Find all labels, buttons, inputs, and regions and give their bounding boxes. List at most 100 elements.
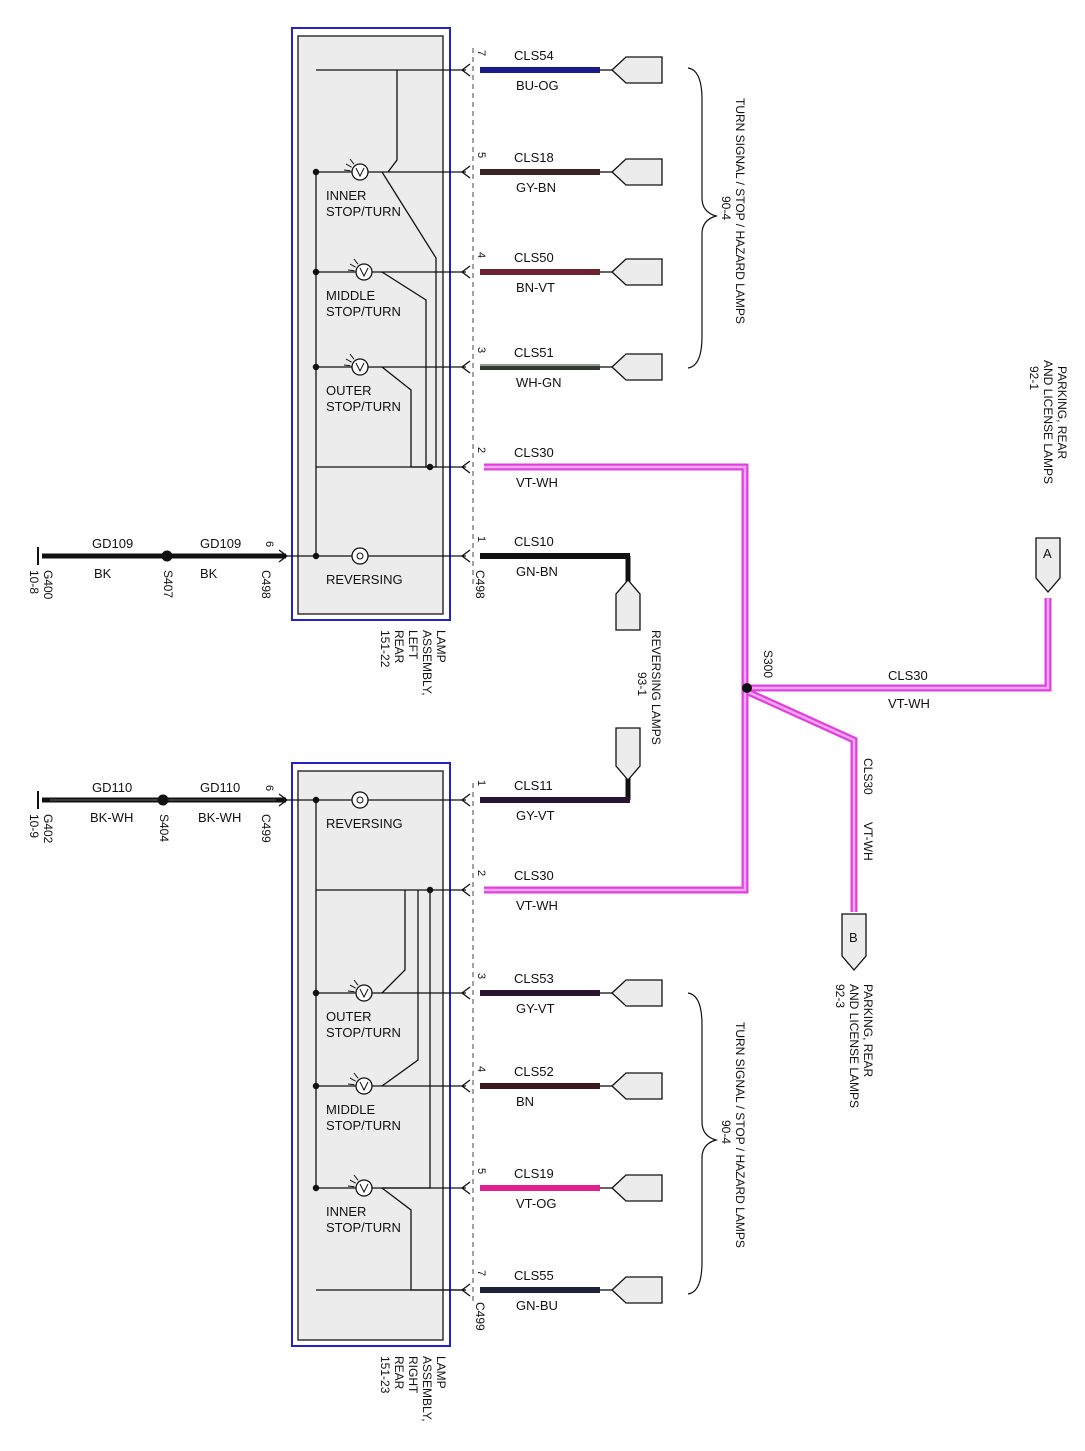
right-inner-lamp-label: INNER bbox=[326, 1204, 366, 1219]
reversing-dest-line-1: REVERSING LAMPS bbox=[649, 630, 663, 745]
left-inner-lamp-label: STOP/TURN bbox=[326, 204, 401, 219]
right-caption-line-3: RIGHT bbox=[406, 1356, 420, 1394]
left-connector-c498-a: C498 bbox=[259, 570, 273, 599]
connector-cls53 bbox=[611, 979, 663, 1007]
right-pin-3: 3 bbox=[475, 973, 487, 979]
left-assembly-outline bbox=[291, 27, 451, 621]
left-color-code-cls54: BU-OG bbox=[516, 78, 559, 93]
left-ground-code-2: BK bbox=[200, 566, 218, 581]
ground-g400-ref: 10-8 bbox=[27, 570, 41, 594]
right-caption-line-4: REAR bbox=[392, 1356, 406, 1390]
bulb-icon bbox=[355, 263, 373, 281]
left-internal-wiring bbox=[312, 70, 437, 560]
right-inner-lamp-label: STOP/TURN bbox=[326, 1220, 401, 1235]
branch-a-connector bbox=[1035, 537, 1061, 593]
bulb-icon bbox=[355, 1179, 373, 1197]
branch-b-wire-name: CLS30 bbox=[861, 758, 875, 795]
right-connector-c499-a: C499 bbox=[259, 814, 273, 843]
right-wire-name-cls30: CLS30 bbox=[514, 868, 554, 883]
splice-s300-dot bbox=[742, 683, 752, 693]
connector-cls55 bbox=[611, 1276, 663, 1304]
turn-dest-top-line-1: TURN SIGNAL / STOP / HAZARD LAMPS bbox=[733, 98, 747, 324]
bulb-icon bbox=[351, 791, 369, 809]
turn-dest-bottom: TURN SIGNAL / STOP / HAZARD LAMPS 90-4 bbox=[719, 1022, 747, 1248]
right-wire-name-cls11: CLS11 bbox=[514, 778, 553, 793]
right-pin-1: 1 bbox=[475, 780, 487, 786]
connector-cls51 bbox=[611, 353, 663, 381]
turn-dest-bottom-line-2: 90-4 bbox=[719, 1120, 733, 1144]
right-ground-circuit bbox=[37, 791, 316, 809]
bulb-icon bbox=[355, 984, 373, 1002]
left-pin-1: 1 bbox=[475, 536, 487, 542]
connector-cls50 bbox=[611, 258, 663, 286]
right-color-code-cls11: GY-VT bbox=[516, 808, 555, 823]
right-pin-2: 2 bbox=[475, 870, 487, 876]
branch-a-color-code: VT-WH bbox=[888, 696, 930, 711]
left-color-code-cls18: GY-BN bbox=[516, 180, 556, 195]
right-ground-wire-2: GD110 bbox=[200, 780, 240, 795]
right-ground-code-1: BK-WH bbox=[90, 810, 133, 825]
bulb-icon bbox=[351, 547, 369, 565]
connector-cls19 bbox=[611, 1174, 663, 1202]
branch-b-dest-line-3: 92-3 bbox=[833, 984, 847, 1008]
bulb-icon bbox=[351, 163, 369, 181]
right-assembly-box bbox=[297, 770, 444, 1341]
right-ground-pin: 6 bbox=[263, 785, 275, 791]
right-connector-c499-b: C499 bbox=[473, 1302, 487, 1331]
left-wire-name-cls18: CLS18 bbox=[514, 150, 554, 165]
left-ground-code-1: BK bbox=[94, 566, 112, 581]
turn-dest-bottom-line-1: TURN SIGNAL / STOP / HAZARD LAMPS bbox=[733, 1022, 747, 1248]
left-middle-lamp-label: STOP/TURN bbox=[326, 304, 401, 319]
left-ground-circuit bbox=[37, 547, 316, 565]
brace-top bbox=[687, 67, 719, 369]
left-wire-name-cls51: CLS51 bbox=[514, 345, 554, 360]
splice-s300-label: S300 bbox=[761, 650, 775, 678]
right-outer-lamp-label: OUTER bbox=[326, 1009, 372, 1024]
connector-cls52 bbox=[611, 1072, 663, 1100]
right-wire-name-cls53: CLS53 bbox=[514, 971, 554, 986]
connector-cls54 bbox=[611, 56, 663, 84]
right-ground-wire-1: GD110 bbox=[92, 780, 132, 795]
left-color-code-cls10: GN-BN bbox=[516, 564, 558, 579]
right-color-code-cls53: GY-VT bbox=[516, 1001, 555, 1016]
left-wire-name-cls30: CLS30 bbox=[514, 445, 554, 460]
branch-a-dest: PARKING, REAR AND LICENSE LAMPS 92-1 bbox=[1027, 360, 1069, 484]
left-inner-lamp-label: INNER bbox=[326, 188, 366, 203]
lamps-layer: INNERSTOP/TURNMIDDLESTOP/TURNOUTERSTOP/T… bbox=[326, 158, 403, 1235]
right-lamp-assembly bbox=[291, 762, 474, 1347]
left-outer-lamp-label: OUTER bbox=[326, 383, 372, 398]
reversing-connector-bottom bbox=[615, 727, 641, 800]
branch-b-dest-line-2: AND LICENSE LAMPS bbox=[847, 984, 861, 1108]
left-pin-5: 5 bbox=[475, 152, 487, 158]
splice-s404-label: S404 bbox=[157, 814, 171, 842]
left-assembly-box bbox=[297, 35, 444, 615]
reversing-dest-line-2: 93-1 bbox=[635, 672, 649, 696]
right-wire-name-cls52: CLS52 bbox=[514, 1064, 554, 1079]
splice-s404-dot bbox=[157, 794, 169, 806]
left-pin-2: 2 bbox=[475, 447, 487, 453]
right-ground-code-2: BK-WH bbox=[198, 810, 241, 825]
turn-dest-top-line-2: 90-4 bbox=[719, 196, 733, 220]
right-pin-5: 5 bbox=[475, 1168, 487, 1174]
left-connector-c498-b: C498 bbox=[473, 570, 487, 599]
right-middle-lamp-label: MIDDLE bbox=[326, 1102, 375, 1117]
branch-a-wire-name: CLS30 bbox=[888, 668, 928, 683]
right-middle-lamp-label: STOP/TURN bbox=[326, 1118, 401, 1133]
left-caption-line-2: ASSEMBLY, bbox=[420, 630, 434, 696]
reversing-connector-top bbox=[615, 556, 641, 631]
ground-labels: GD109 BK GD109 BK GD110 BK-WH GD110 BK-W… bbox=[27, 536, 487, 1331]
left-ground-wire-1: GD109 bbox=[92, 536, 133, 551]
